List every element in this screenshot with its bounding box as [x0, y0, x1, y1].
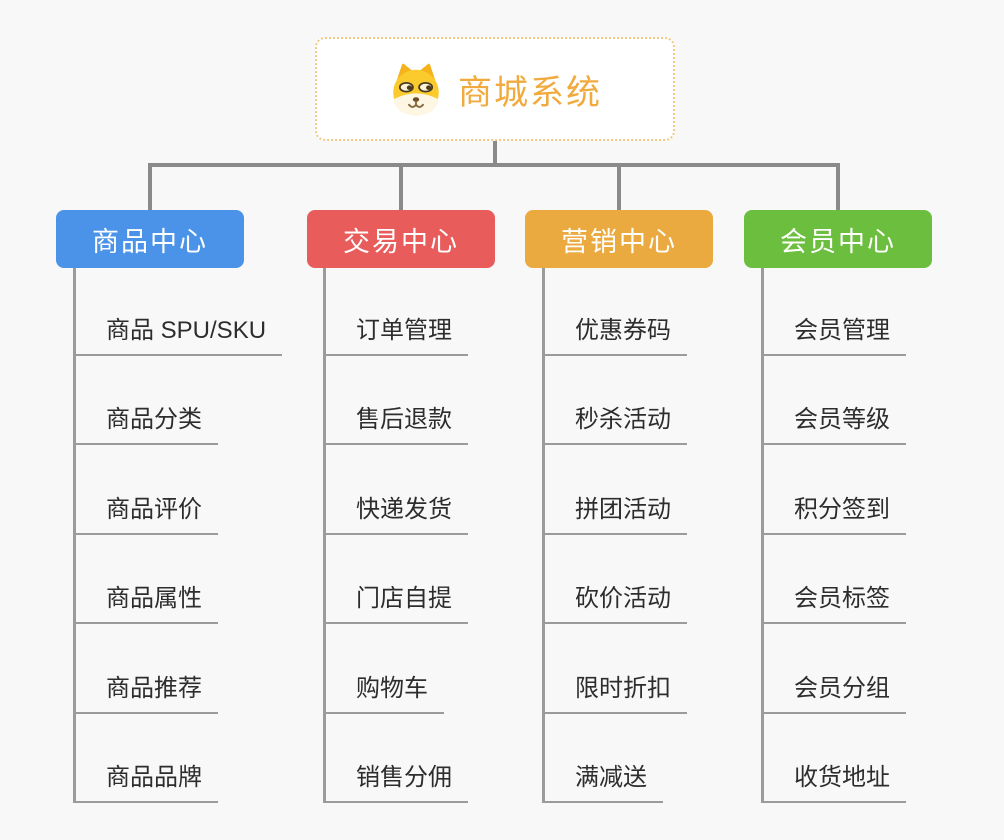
leaf-item[interactable]: 商品评价 [76, 493, 218, 535]
dog-face-icon [388, 61, 444, 117]
leaf-item[interactable]: 会员标签 [764, 582, 906, 624]
leaf-item[interactable]: 砍价活动 [545, 582, 687, 624]
connector-drop-line [399, 163, 403, 210]
root-connector-line [493, 141, 497, 167]
branch-column-0: 商品 SPU/SKU 商品分类商品评价商品属性商品推荐商品品牌 [73, 268, 283, 803]
leaf-item[interactable]: 商品 SPU/SKU [76, 314, 283, 356]
connector-drop-line [148, 163, 152, 210]
leaf-item[interactable]: 商品分类 [76, 403, 218, 445]
branch-header-2[interactable]: 营销中心 [525, 210, 713, 268]
branch-bus-line [148, 163, 840, 167]
leaf-item[interactable]: 优惠券码 [545, 314, 687, 356]
branch-column-2: 优惠券码秒杀活动拼团活动砍价活动限时折扣满减送 [542, 268, 687, 803]
root-title: 商城系统 [458, 73, 602, 112]
leaf-item[interactable]: 商品品牌 [76, 761, 218, 803]
branch-header-3[interactable]: 会员中心 [744, 210, 932, 268]
leaf-item[interactable]: 商品属性 [76, 582, 218, 624]
leaf-item[interactable]: 门店自提 [326, 582, 468, 624]
leaf-item[interactable]: 限时折扣 [545, 672, 687, 714]
leaf-item[interactable]: 秒杀活动 [545, 403, 687, 445]
leaf-item[interactable]: 收货地址 [764, 761, 906, 803]
leaf-item[interactable]: 会员分组 [764, 672, 906, 714]
branch-header-1[interactable]: 交易中心 [307, 210, 495, 268]
leaf-item[interactable]: 满减送 [545, 761, 663, 803]
leaf-item[interactable]: 快递发货 [326, 493, 468, 535]
connector-drop-line [617, 163, 621, 210]
leaf-item[interactable]: 购物车 [326, 672, 444, 714]
connector-drop-line [836, 163, 840, 210]
leaf-item[interactable]: 订单管理 [326, 314, 468, 356]
branch-column-1: 订单管理售后退款快递发货门店自提购物车销售分佣 [323, 268, 468, 803]
leaf-item[interactable]: 拼团活动 [545, 493, 687, 535]
leaf-item[interactable]: 会员管理 [764, 314, 906, 356]
leaf-item[interactable]: 售后退款 [326, 403, 468, 445]
leaf-item[interactable]: 销售分佣 [326, 761, 468, 803]
leaf-item[interactable]: 积分签到 [764, 493, 906, 535]
leaf-item[interactable]: 会员等级 [764, 403, 906, 445]
branch-header-0[interactable]: 商品中心 [56, 210, 244, 268]
root-node[interactable]: 商城系统 [315, 37, 675, 141]
branch-column-3: 会员管理会员等级积分签到会员标签会员分组收货地址 [761, 268, 906, 803]
leaf-item[interactable]: 商品推荐 [76, 672, 218, 714]
